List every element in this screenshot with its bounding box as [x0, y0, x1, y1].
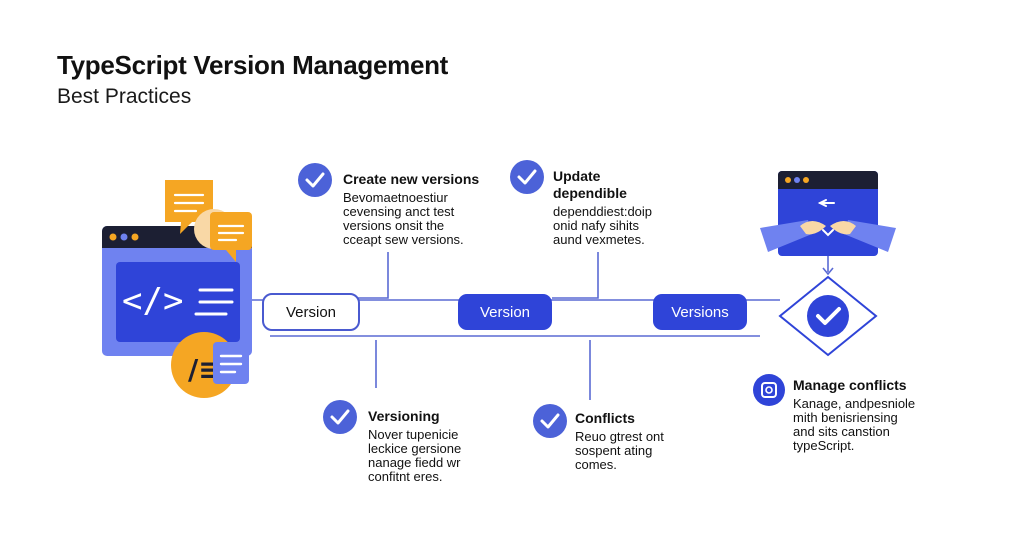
step-create-title: Create new versions: [343, 171, 480, 187]
step-update-dependencies: Update dependible dependdiest:doip onid …: [553, 168, 652, 247]
step-manage-line: mith benisriensing: [793, 410, 898, 425]
step-create-line: cevensing anct test: [343, 204, 455, 219]
pill-version-1[interactable]: Version: [262, 293, 360, 331]
step-create-line: cceapt sew versions.: [343, 232, 464, 247]
step-conflicts-line: Reuo gtrest ont: [575, 429, 664, 444]
window-dot-orange-icon: [131, 233, 139, 241]
left-hand-icon: [760, 220, 812, 252]
step-update-line: aund vexmetes.: [553, 232, 645, 247]
check-icon-conflicts: [533, 404, 567, 438]
arrow-head-down: [822, 267, 834, 276]
handshake-window-illustration: [760, 171, 896, 256]
step-versioning: Versioning Nover tupenicie leckice gersi…: [368, 408, 461, 484]
step-update-line: onid nafy sihits: [553, 218, 639, 233]
step-conflicts-body: Reuo gtrest ont sospent ating comes.: [575, 430, 664, 472]
step-update-body: dependdiest:doip onid nafy sihits aund v…: [553, 205, 652, 247]
typescript-badge-icon: /≡: [171, 332, 249, 398]
step-versioning-line: confitnt eres.: [368, 469, 443, 484]
shield-check-icon: [778, 275, 878, 357]
chevron-down-icon: [822, 229, 834, 237]
step-manage-body: Kanage, andpesniole mith benisriensing a…: [793, 397, 915, 453]
step-conflicts-title: Conflicts: [575, 410, 635, 426]
step-conflicts: Conflicts Reuo gtrest ont sospent ating …: [575, 410, 664, 472]
connector-update: [552, 252, 599, 299]
step-versioning-title: Versioning: [368, 408, 440, 424]
step-conflicts-line: comes.: [575, 457, 617, 472]
step-create-body: Bevomaetnoestiur cevensing anct test ver…: [343, 191, 479, 247]
pill-version-1-label: Version: [286, 304, 336, 321]
step-create-new-versions: Create new versions Bevomaetnoestiur cev…: [343, 171, 479, 247]
step-manage-conflicts: Manage conflicts Kanage, andpesniole mit…: [793, 377, 915, 453]
connector-create: [358, 252, 389, 299]
chat-bubble-small-icon: [194, 209, 252, 262]
check-icon-create: [298, 163, 332, 197]
step-versioning-line: leckice gersione: [368, 441, 462, 456]
code-glyph: </>: [122, 281, 183, 321]
step-update-title-2: dependible: [553, 185, 627, 201]
pill-version-2[interactable]: Version: [458, 294, 552, 330]
step-versioning-line: Nover tupenicie: [368, 427, 459, 442]
window-dot-blue-icon: [120, 233, 128, 241]
step-update-line: dependdiest:doip: [553, 204, 653, 219]
page-subtitle: Best Practices: [57, 85, 192, 108]
step-manage-line: typeScript.: [793, 438, 855, 453]
pill-versions-3-label: Versions: [671, 304, 729, 321]
step-create-line: Bevomaetnoestiur: [343, 190, 448, 205]
right-hand-icon: [844, 220, 896, 252]
step-manage-line: Kanage, andpesniole: [793, 396, 916, 411]
step-manage-title: Manage conflicts: [793, 377, 907, 393]
step-versioning-body: Nover tupenicie leckice gersione nanage …: [368, 428, 461, 484]
pill-versions-3[interactable]: Versions: [653, 294, 747, 330]
check-icon-versioning: [323, 400, 357, 434]
page-title: TypeScript Version Management: [57, 50, 449, 80]
step-conflicts-line: sospent ating: [575, 443, 653, 458]
check-icon-update: [510, 160, 544, 194]
pill-version-2-label: Version: [480, 304, 530, 321]
step-update-title: Update: [553, 168, 601, 184]
step-create-line: versions onsit the: [343, 218, 445, 233]
window-dot-yellow-icon: [109, 233, 117, 241]
step-versioning-line: nanage fiedd wr: [368, 455, 461, 470]
step-manage-line: and sits canstion: [793, 424, 890, 439]
settings-badge-icon: [753, 374, 785, 406]
